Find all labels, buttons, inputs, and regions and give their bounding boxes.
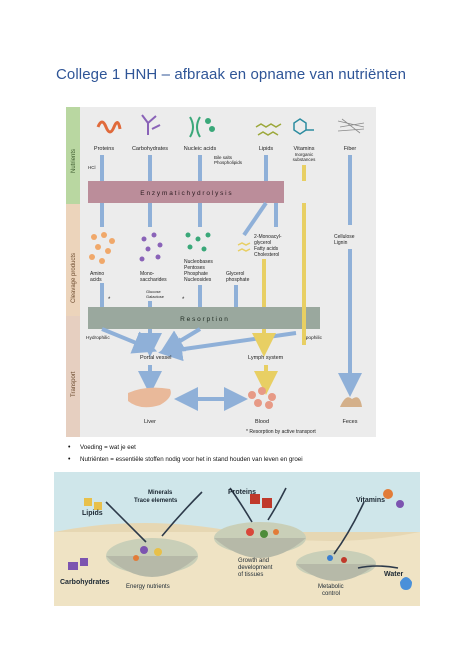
label-proteins: Proteins — [94, 146, 114, 152]
lipids-icon — [84, 498, 102, 510]
label-acids: acids — [90, 277, 102, 283]
label-blood: Blood — [255, 419, 269, 425]
energy-bowl-icon — [106, 538, 198, 577]
amino-acid-dots — [89, 232, 115, 264]
label-asterisk-2: * — [182, 297, 185, 303]
label-substances: substances — [293, 157, 317, 162]
label-portal-vessel: Portal vessel — [140, 355, 172, 361]
nutrient-roles-diagram: Lipids Minerals Trace elements Proteins … — [54, 472, 420, 606]
blood-cells-icon — [248, 387, 276, 409]
label-lignin: Lignin — [334, 240, 348, 246]
bullet-item: Nutriënten = essentiële stoffen nodig vo… — [60, 454, 303, 466]
label-phospholipids: Phospholipids — [214, 160, 243, 165]
label-glucose: Glucose — [146, 289, 161, 294]
side-label-transport: Transport — [71, 371, 77, 397]
label-nucleosides: Nucleosides — [184, 277, 212, 283]
side-label-cleavage: Cleavage products — [71, 253, 77, 303]
nucleic-acids-icon — [189, 116, 215, 138]
label-nucleic-acids: Nucleic acids — [184, 146, 217, 152]
label-cellulose: Cellulose — [334, 234, 355, 240]
label-glycerol-phosphate: phosphate — [226, 277, 250, 283]
label-proteins: Proteins — [228, 489, 256, 496]
label-control: control — [322, 591, 340, 597]
label-tissues: of tissues — [238, 572, 263, 578]
label-galactose: Galactose — [146, 294, 165, 299]
lipids-icon — [255, 123, 282, 136]
water-drop-icon — [400, 577, 412, 590]
label-water: Water — [384, 571, 403, 578]
monosaccharide-dots — [139, 232, 163, 262]
label-trace-elements: Trace elements — [134, 498, 178, 504]
label-amino: Amino — [90, 271, 104, 277]
label-footnote: * Resorption by active transport — [246, 429, 316, 435]
label-lipophilic: Lipophilic — [302, 335, 323, 341]
bullet-list: Voeding = wat je eet Nutriënten = essent… — [60, 442, 303, 466]
label-hcl: HCl — [88, 165, 96, 170]
fiber-icon — [337, 118, 365, 134]
label-lipids: Lipids — [259, 146, 274, 152]
label-minerals: Minerals — [148, 490, 173, 496]
side-band-cleavage — [66, 204, 80, 316]
label-feces: Feces — [343, 419, 358, 425]
label-vitamins: Vitamins — [356, 497, 385, 504]
vitamins-icon — [293, 118, 314, 135]
vitamins-icon — [383, 489, 404, 508]
label-pentoses: Pentoses — [184, 265, 205, 271]
lipid-product-icons — [237, 242, 251, 252]
label-hydrolysis: E n z y m a t i c h y d r o l y s i s — [140, 190, 232, 197]
label-energy-nutrients: Energy nutrients — [126, 584, 170, 590]
label-resorption: R e s o r p t i o n — [180, 316, 228, 323]
proteins-icon — [96, 120, 122, 134]
enzymatic-hydrolysis-bar — [88, 181, 284, 203]
label-fatty-acids: Fatty acids — [254, 246, 279, 252]
label-monoacyl: 2-Monoacyl- — [254, 234, 282, 240]
carbohydrates-icon — [68, 558, 88, 570]
label-hydrophilic: Hydrophilic — [86, 335, 110, 341]
label-phosphate: Phosphate — [184, 271, 208, 277]
feces-icon — [340, 397, 362, 407]
liver-icon — [128, 387, 171, 408]
label-lymph-system: Lymph system — [248, 355, 284, 361]
label-carbohydrates: Carbohydrates — [60, 579, 110, 586]
page-title: College 1 HNH – afbraak en opname van nu… — [56, 66, 407, 83]
nutrient-breakdown-diagram: Nutrients Cleavage products Transport Pr… — [66, 107, 376, 437]
label-cholesterol: Cholesterol — [254, 252, 279, 258]
protein-cubes-icon — [250, 494, 272, 508]
resorption-bar — [88, 307, 320, 329]
label-glycerol-2: Glycerol — [226, 271, 244, 277]
side-label-nutrients: Nutrients — [71, 149, 77, 173]
label-lipids: Lipids — [82, 510, 103, 517]
label-bile-salts: Bile salts — [214, 155, 233, 160]
label-vitamins: Vitamins — [294, 146, 315, 152]
label-liver: Liver — [144, 419, 156, 425]
label-saccharides: saccharides — [140, 277, 167, 283]
label-development: development — [238, 565, 273, 571]
metabolic-bowl-icon — [296, 550, 376, 581]
label-mono: Mono- — [140, 271, 155, 277]
label-metabolic: Metabolic — [318, 584, 344, 590]
side-band-nutrients — [66, 107, 80, 204]
nucleotide-dots — [185, 232, 211, 252]
label-glycerol-1: glycerol — [254, 240, 271, 246]
carbohydrates-icon — [141, 114, 161, 135]
bullet-item: Voeding = wat je eet — [60, 442, 303, 454]
label-growth: Growth and — [238, 558, 269, 564]
label-carbohydrates: Carbohydrates — [132, 146, 168, 152]
label-nucleobases: Nucleobases — [184, 259, 213, 265]
label-inorganic: Inorganic — [295, 152, 314, 157]
label-fiber: Fiber — [344, 146, 357, 152]
label-asterisk-1: * — [108, 297, 111, 303]
side-band-transport — [66, 316, 80, 437]
growth-bowl-icon — [214, 522, 306, 558]
